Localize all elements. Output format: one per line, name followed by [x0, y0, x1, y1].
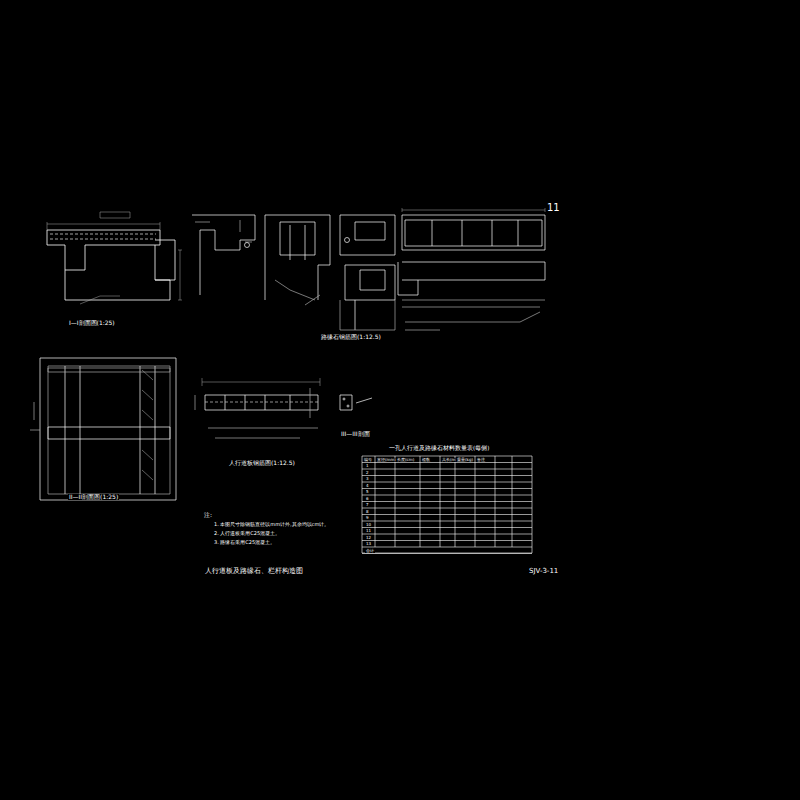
drawing-label: 1. 本图尺寸除钢筋直径以mm计外,其余均以cm计。 [213, 522, 330, 527]
table-cell: 编号 [363, 458, 373, 462]
table-cell: 合计 [365, 549, 375, 553]
drawing-label: 2. 人行道板采用C25混凝土。 [213, 531, 281, 536]
table-cell: 根数 [421, 458, 431, 462]
drawing-label: 人行道板钢筋图(1:12.5) [228, 460, 296, 466]
table-cell: 4 [365, 484, 370, 488]
detail-views [192, 215, 395, 330]
table-cell: 直径(mm) [376, 458, 397, 462]
table-cell: 7 [365, 503, 370, 507]
drawing-label: 一孔人行道及路缘石材料数量表(每侧) [388, 446, 490, 452]
drawing-label: 路缘石钢筋图(1:12.5) [320, 334, 382, 340]
drawing-label: III—III剖面 [340, 431, 371, 437]
table-cell: 6 [365, 497, 370, 501]
table-cell: 3 [365, 477, 370, 481]
drawing-label: I—I剖面图(1:25) [68, 320, 116, 326]
table-cell: 备注 [476, 458, 486, 462]
table-cell: 8 [365, 510, 370, 514]
table-cell: 12 [365, 536, 372, 540]
table-cell: 10 [365, 523, 372, 527]
material-table [362, 456, 532, 554]
table-cell: 长度(cm) [396, 458, 415, 462]
section-1 [47, 212, 182, 304]
drawing-label: SJV-3-11 [528, 568, 559, 575]
table-cell: 重量(kg) [456, 458, 474, 462]
drawing-title: 人行道板及路缘石、栏杆构造图 [205, 568, 303, 575]
drawing-label: 11 [546, 203, 561, 213]
table-cell: 13 [365, 542, 372, 546]
section-2-plan [30, 358, 176, 500]
table-cell: 9 [365, 516, 370, 520]
slab-rebar [195, 378, 372, 438]
table-cell: 5 [365, 490, 370, 494]
table-cell: 1 [365, 464, 370, 468]
table-cell: 2 [365, 471, 370, 475]
table-cell: 11 [365, 529, 372, 533]
drawing-label: 3. 路缘石采用C25混凝土。 [213, 540, 276, 545]
drawing-label: II—II剖面图(1:25) [68, 494, 119, 500]
railing-elevation [398, 208, 545, 330]
drawing-label: 注: [203, 512, 213, 518]
